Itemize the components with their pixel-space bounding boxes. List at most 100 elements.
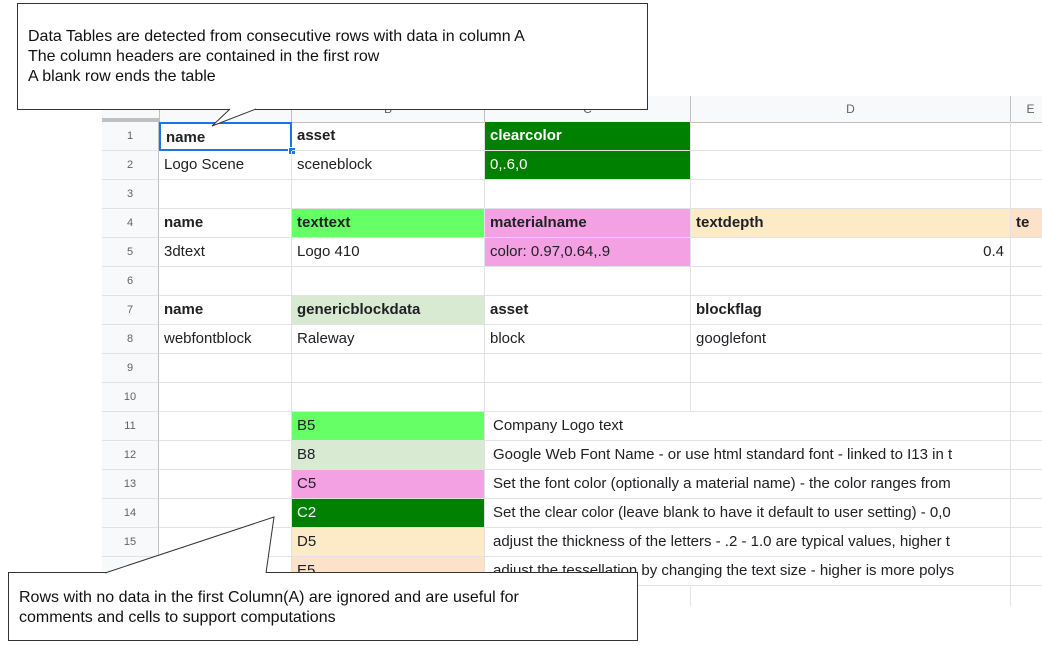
cell[interactable] <box>292 354 485 383</box>
cell[interactable]: name <box>159 122 292 151</box>
cell[interactable] <box>485 412 691 441</box>
cell[interactable] <box>159 441 292 470</box>
cell[interactable] <box>292 267 485 296</box>
cell[interactable]: texttext <box>292 209 485 238</box>
cell[interactable] <box>159 499 292 528</box>
cell[interactable]: materialname <box>485 209 691 238</box>
cell[interactable] <box>691 267 1011 296</box>
cell[interactable] <box>691 354 1011 383</box>
cell[interactable] <box>159 383 292 412</box>
cell[interactable] <box>1011 296 1042 325</box>
row-number[interactable]: 12 <box>102 441 159 470</box>
row-number[interactable]: 3 <box>102 180 159 209</box>
cell[interactable] <box>691 586 1011 606</box>
cell[interactable] <box>485 354 691 383</box>
row-number[interactable]: 6 <box>102 267 159 296</box>
cell[interactable]: te <box>1011 209 1042 238</box>
callout-ignored-rows-note: Rows with no data in the first Column(A)… <box>8 572 638 641</box>
cell[interactable]: name <box>159 296 292 325</box>
row-number[interactable]: 2 <box>102 151 159 180</box>
cell[interactable] <box>159 470 292 499</box>
cell[interactable]: asset <box>485 296 691 325</box>
row-number[interactable]: 7 <box>102 296 159 325</box>
cell[interactable]: C5 <box>292 470 485 499</box>
row-number[interactable]: 5 <box>102 238 159 267</box>
column-header[interactable]: D <box>691 96 1011 122</box>
cell[interactable] <box>1011 470 1042 499</box>
cell[interactable] <box>1011 238 1042 267</box>
cell[interactable]: name <box>159 209 292 238</box>
cell[interactable] <box>1011 441 1042 470</box>
cell[interactable] <box>485 441 691 470</box>
cell[interactable] <box>1011 122 1042 151</box>
cell[interactable] <box>159 412 292 441</box>
cell[interactable]: D5 <box>292 528 485 557</box>
overflow-cell-text: Set the font color (optionally a materia… <box>493 475 951 492</box>
cell[interactable]: block <box>485 325 691 354</box>
cell[interactable] <box>1011 412 1042 441</box>
frozen-row-divider[interactable] <box>102 118 159 122</box>
cell[interactable]: sceneblock <box>292 151 485 180</box>
row-number[interactable]: 15 <box>102 528 159 557</box>
cell[interactable]: textdepth <box>691 209 1011 238</box>
cell[interactable] <box>485 180 691 209</box>
cell[interactable]: 0.4 <box>691 238 1011 267</box>
cell[interactable]: 3dtext <box>159 238 292 267</box>
cell[interactable] <box>1011 528 1042 557</box>
cell[interactable]: Logo Scene <box>159 151 292 180</box>
row-number[interactable]: 10 <box>102 383 159 412</box>
cell[interactable] <box>292 383 485 412</box>
selection-fill-handle[interactable] <box>288 147 296 155</box>
cell[interactable]: blockflag <box>691 296 1011 325</box>
cell[interactable] <box>691 528 1011 557</box>
cell[interactable] <box>1011 557 1042 586</box>
cell[interactable] <box>1011 354 1042 383</box>
cell[interactable] <box>691 470 1011 499</box>
cell[interactable] <box>485 528 691 557</box>
cell[interactable] <box>485 383 691 412</box>
cell[interactable]: 0,.6,0 <box>485 151 691 180</box>
cell[interactable] <box>691 557 1011 586</box>
cell[interactable] <box>292 180 485 209</box>
cell[interactable] <box>485 586 691 606</box>
cell[interactable] <box>1011 383 1042 412</box>
cell[interactable]: googlefont <box>691 325 1011 354</box>
row-number[interactable]: 8 <box>102 325 159 354</box>
cell[interactable] <box>485 499 691 528</box>
cell[interactable]: C2 <box>292 499 485 528</box>
cell[interactable] <box>691 383 1011 412</box>
cell[interactable] <box>485 267 691 296</box>
row-number[interactable]: 9 <box>102 354 159 383</box>
cell[interactable] <box>1011 151 1042 180</box>
row-number[interactable]: 4 <box>102 209 159 238</box>
row-number[interactable]: 11 <box>102 412 159 441</box>
cell[interactable] <box>691 412 1011 441</box>
cell[interactable] <box>691 499 1011 528</box>
cell[interactable] <box>1011 325 1042 354</box>
row-number[interactable]: 13 <box>102 470 159 499</box>
cell[interactable] <box>485 470 691 499</box>
row-number[interactable]: 14 <box>102 499 159 528</box>
cell[interactable]: B8 <box>292 441 485 470</box>
column-header[interactable]: E <box>1011 96 1042 122</box>
cell[interactable] <box>159 267 292 296</box>
cell[interactable]: Logo 410 <box>292 238 485 267</box>
cell[interactable] <box>691 122 1011 151</box>
cell[interactable]: B5 <box>292 412 485 441</box>
cell[interactable]: clearcolor <box>485 122 691 151</box>
cell[interactable]: genericblockdata <box>292 296 485 325</box>
cell[interactable] <box>1011 499 1042 528</box>
cell[interactable] <box>159 180 292 209</box>
cell[interactable] <box>691 441 1011 470</box>
cell[interactable]: webfontblock <box>159 325 292 354</box>
cell[interactable] <box>1011 267 1042 296</box>
row-number[interactable]: 1 <box>102 122 159 151</box>
cell[interactable] <box>691 151 1011 180</box>
cell[interactable]: asset <box>292 122 485 151</box>
cell[interactable] <box>1011 180 1042 209</box>
cell[interactable]: color: 0.97,0.64,.9 <box>485 238 691 267</box>
cell[interactable]: Raleway <box>292 325 485 354</box>
cell[interactable] <box>691 180 1011 209</box>
cell[interactable] <box>159 354 292 383</box>
